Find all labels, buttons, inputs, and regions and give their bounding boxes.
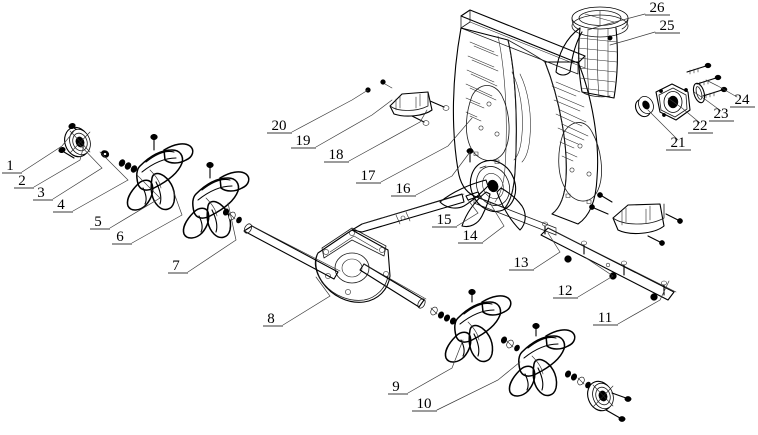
callout-24[interactable]: 24: [705, 79, 755, 108]
callout-number-21: 21: [671, 135, 686, 151]
callout-22[interactable]: 22: [667, 97, 713, 134]
callout-number-17: 17: [361, 168, 377, 184]
callout-12[interactable]: 12: [553, 257, 614, 299]
callout-leader-line-19: [315, 99, 393, 148]
auger-gearbox-group: [243, 193, 465, 309]
callout-number-5: 5: [94, 214, 102, 230]
callout-leader-line-4: [72, 151, 129, 212]
callout-23[interactable]: 23: [693, 91, 734, 122]
callout-8[interactable]: 8: [263, 276, 331, 327]
callout-20[interactable]: 20: [267, 89, 369, 134]
callout-number-1: 1: [6, 158, 14, 174]
callout-leader-line-14: [482, 202, 505, 243]
callout-leader-line-26: [587, 13, 646, 31]
callout-leader-line-23: [693, 91, 722, 112]
callout-4[interactable]: 4: [53, 151, 129, 213]
callout-number-20: 20: [272, 118, 287, 134]
callout-15[interactable]: 15: [432, 199, 479, 228]
callout-16[interactable]: 16: [391, 151, 471, 197]
callout-19[interactable]: 19: [291, 99, 393, 149]
callout-number-26: 26: [650, 0, 666, 16]
impeller-fan-group: [439, 148, 526, 231]
callout-leader-line-5: [109, 174, 161, 229]
callout-number-11: 11: [598, 310, 612, 326]
callout-number-22: 22: [693, 118, 708, 134]
scraper-bar-group: [540, 221, 677, 301]
callout-number-23: 23: [714, 106, 729, 122]
callout-leader-line-18: [348, 109, 428, 162]
callout-leader-line-24: [705, 79, 738, 98]
callout-number-6: 6: [116, 229, 124, 245]
callout-leader-line-8: [282, 276, 331, 326]
callout-5[interactable]: 5: [90, 174, 161, 230]
callout-leader-line-10: [436, 361, 521, 411]
callout-14[interactable]: 14: [458, 202, 505, 244]
callout-number-7: 7: [172, 258, 180, 274]
callout-1[interactable]: 1: [2, 130, 75, 174]
callout-layer: 1234567891011121314151617181920212223242…: [2, 0, 755, 412]
callout-leader-line-1: [21, 130, 75, 173]
callout-number-14: 14: [463, 228, 479, 244]
callout-leader-line-9: [407, 339, 464, 394]
callout-leader-line-2: [33, 144, 85, 188]
callout-3[interactable]: 3: [33, 142, 103, 201]
callout-26[interactable]: 26: [587, 0, 670, 31]
discharge-chute-group: [555, 6, 629, 99]
callout-number-25: 25: [660, 18, 675, 34]
callout-11[interactable]: 11: [593, 280, 670, 326]
callout-number-4: 4: [57, 197, 65, 213]
callout-number-15: 15: [437, 212, 452, 228]
callout-number-24: 24: [735, 92, 751, 108]
lower-right-bracket-group: [589, 192, 683, 246]
callout-leader-line-20: [291, 89, 369, 133]
callout-leader-line-13: [533, 232, 561, 270]
left-auger-assembly-group: [58, 122, 250, 239]
callout-number-2: 2: [18, 173, 26, 189]
callout-number-3: 3: [37, 185, 45, 201]
callout-leader-line-12: [577, 257, 614, 298]
callout-leader-line-3: [52, 142, 103, 200]
callout-leader-line-25: [609, 31, 656, 46]
callout-21[interactable]: 21: [647, 109, 691, 151]
callout-leader-line-21: [647, 109, 679, 141]
callout-leader-line-11: [617, 280, 670, 325]
callout-leader-line-15: [456, 199, 479, 227]
callout-number-13: 13: [514, 255, 529, 271]
callout-9[interactable]: 9: [388, 339, 464, 395]
callout-18[interactable]: 18: [324, 109, 428, 163]
callout-2[interactable]: 2: [14, 144, 85, 189]
right-auger-assembly-group: [430, 288, 632, 422]
callout-7[interactable]: 7: [168, 202, 237, 274]
auger-housing-shell-group: [452, 9, 602, 236]
callout-number-19: 19: [296, 133, 311, 149]
callout-6[interactable]: 6: [112, 189, 183, 245]
callout-leader-line-16: [415, 151, 471, 196]
callout-number-18: 18: [329, 147, 344, 163]
callout-number-10: 10: [417, 396, 432, 412]
callout-17[interactable]: 17: [356, 117, 473, 184]
callout-number-8: 8: [267, 311, 275, 327]
callout-13[interactable]: 13: [509, 232, 561, 271]
callout-10[interactable]: 10: [412, 361, 521, 412]
callout-leader-line-22: [667, 97, 701, 124]
callout-number-16: 16: [396, 181, 412, 197]
callout-leader-line-6: [131, 189, 183, 244]
callout-25[interactable]: 25: [609, 18, 680, 46]
callout-leader-line-17: [380, 117, 473, 183]
callout-leader-line-7: [187, 202, 237, 273]
callout-number-12: 12: [558, 283, 573, 299]
callout-number-9: 9: [392, 379, 400, 395]
